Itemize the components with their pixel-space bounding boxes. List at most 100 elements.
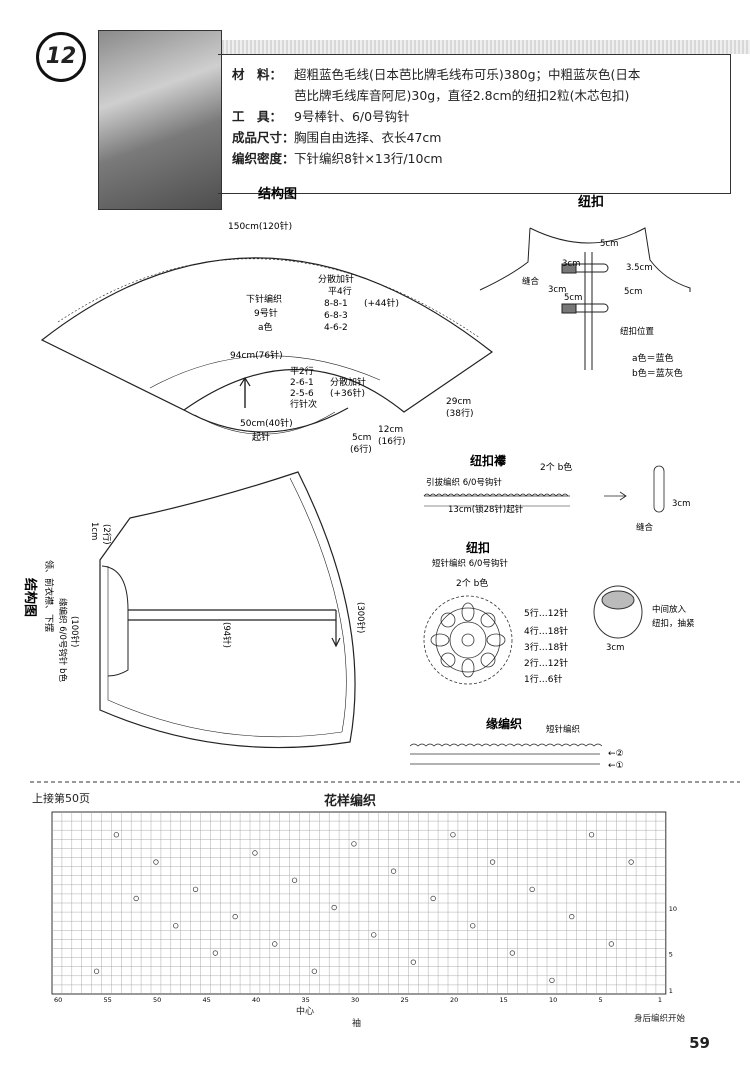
header-band [214,40,750,54]
chart-yarn-over [549,977,555,983]
button-crochet-circle [423,595,513,685]
chart-yarn-over [489,859,496,865]
increase-row-4: 4-6-2 [324,323,348,333]
inner-width-label: 94cm(76针) [230,349,283,361]
bottom-width-label: 50cm(40针) [240,417,293,429]
button-insert-2: 纽扣，抽紧 [652,618,695,629]
size-row: 成品尺寸：胸围自由选择、衣长47cm [232,127,640,148]
button-size: 3cm [606,643,624,653]
edge-knit-title: 缘编织 [486,716,522,731]
chart-yarn-over [192,886,199,892]
bp-label-6: 5cm [564,293,582,303]
edge-knit-label: 短针编织 [546,724,580,735]
button-row-3: 3行…18针 [524,641,568,653]
chart-yarn-over [311,968,318,974]
chart-col-mark: 60 [54,996,62,1004]
chart-yarn-over [232,914,238,920]
lower-total: (+36针) [330,387,365,399]
chart-col-mark: 35 [302,996,310,1004]
bp-label-2: 3cm [562,259,580,269]
button-2 [561,303,577,314]
increase-total: (+44针) [364,297,399,309]
side-b-rows: (6行) [350,443,372,455]
bottom-dim [194,411,336,435]
chart-col-mark: 50 [153,996,161,1004]
chart-center-label: 中心 [296,1007,315,1017]
chart-yarn-over [410,959,417,965]
button-title: 纽扣 [466,540,490,555]
chart-yarn-over [133,895,139,902]
loop-chain [423,465,665,513]
chart-yarn-over [628,859,634,865]
fan-structure [40,257,494,435]
edge-structure-title: 结构图 [22,578,38,617]
button-loop-result: 3cm [672,499,690,509]
chart-yarn-over [153,859,159,865]
chart-yarn-over [212,950,219,956]
height-label: 29cm [446,397,471,407]
button-stitch: 短针编织 6/0号钩针 [432,558,508,569]
continue-label: 上接第50页 [32,792,90,805]
increase-row-3: 6-8-3 [324,311,348,321]
chart-col-mark: 20 [450,996,458,1004]
lower-row-2: 2-6-1 [290,378,314,388]
chart-yarn-over [430,895,436,902]
body-line-1: 下针编织 [246,293,282,305]
button-row-2: 2行…12针 [524,657,568,669]
legend-b: b色＝蓝灰色 [632,367,683,379]
button-ball [593,585,643,639]
chart-yarn-over [173,923,179,929]
side-a-label: 12cm [378,425,403,435]
edge-knit-row-2: ←② [608,749,624,759]
lower-row-3: 2-5-6 [290,389,314,399]
materials-row: 材 料：超粗蓝色毛线(日本芭比牌毛线布可乐)380g；中粗蓝灰色(日本 [232,64,640,85]
increase-title: 分散加针 [318,273,354,285]
gauge-label: 编织密度： [232,151,295,166]
pattern-number: 12 [36,32,86,82]
button-loop-stitch: 引拔编织 6/0号钩针 [426,477,502,488]
chart-yarn-over [371,932,377,938]
side-a-rows: (16行) [378,435,405,447]
button-1 [561,263,577,274]
edge-structure-subtitle: 领、前衣襟、下摆 [43,560,55,632]
collar-right [529,227,691,292]
chart-row-mark: 10 [669,905,677,913]
button-loop-count: 2个 b色 [540,461,572,473]
bp-label-4: 缝合 [522,276,540,287]
materials-list: 材 料：超粗蓝色毛线(日本芭比牌毛线布可乐)380g；中粗蓝灰色(日本 芭比牌毛… [232,64,640,169]
increase-row-1: 平4行 [328,285,352,297]
chart-yarn-over [470,923,476,929]
top-width-label: 150cm(120针) [228,220,292,232]
chart-col-mark: 25 [401,996,409,1004]
button-row-5: 5行…12针 [524,607,568,619]
chart-col-mark: 55 [104,996,112,1004]
edge-top-size: 1cm [89,522,99,540]
materials-label: 材 料： [232,67,283,82]
bp-label-5: 3cm [548,285,566,295]
arrow-head [239,376,251,387]
edge-structure-count: (100针) [69,616,80,647]
bp-label-8: 纽扣位置 [620,326,655,337]
model-photo [98,30,222,210]
button-row-1: 1行…6针 [524,673,562,685]
tools-row: 工 具：9号棒针、6/0号钩针 [232,106,640,127]
chart-yarn-over [331,904,337,911]
edge-knit-row-1: ←① [608,761,624,771]
chart-col-mark: 5 [599,996,603,1004]
bp-label-3: 3.5cm [626,263,652,273]
button-loop-chain: 13cm(锁28针)起针 [448,504,524,515]
chart-yarn-over [569,914,575,920]
edge-mid: (94针) [221,622,232,648]
chart-yarn-over [113,832,119,838]
tools-text: 9号棒针、6/0号钩针 [294,109,410,124]
side-b-label: 5cm [352,433,371,443]
fan-outline [40,257,494,413]
increase-row-2: 8-8-1 [324,299,348,309]
button-position-title: 纽扣 [578,194,604,210]
gauge-text: 下针编织8针×13行/10cm [294,151,443,166]
bp-label-7: 5cm [624,287,642,297]
lower-row-1: 平2行 [290,365,314,377]
button-loop-sew: 缝合 [636,522,654,533]
